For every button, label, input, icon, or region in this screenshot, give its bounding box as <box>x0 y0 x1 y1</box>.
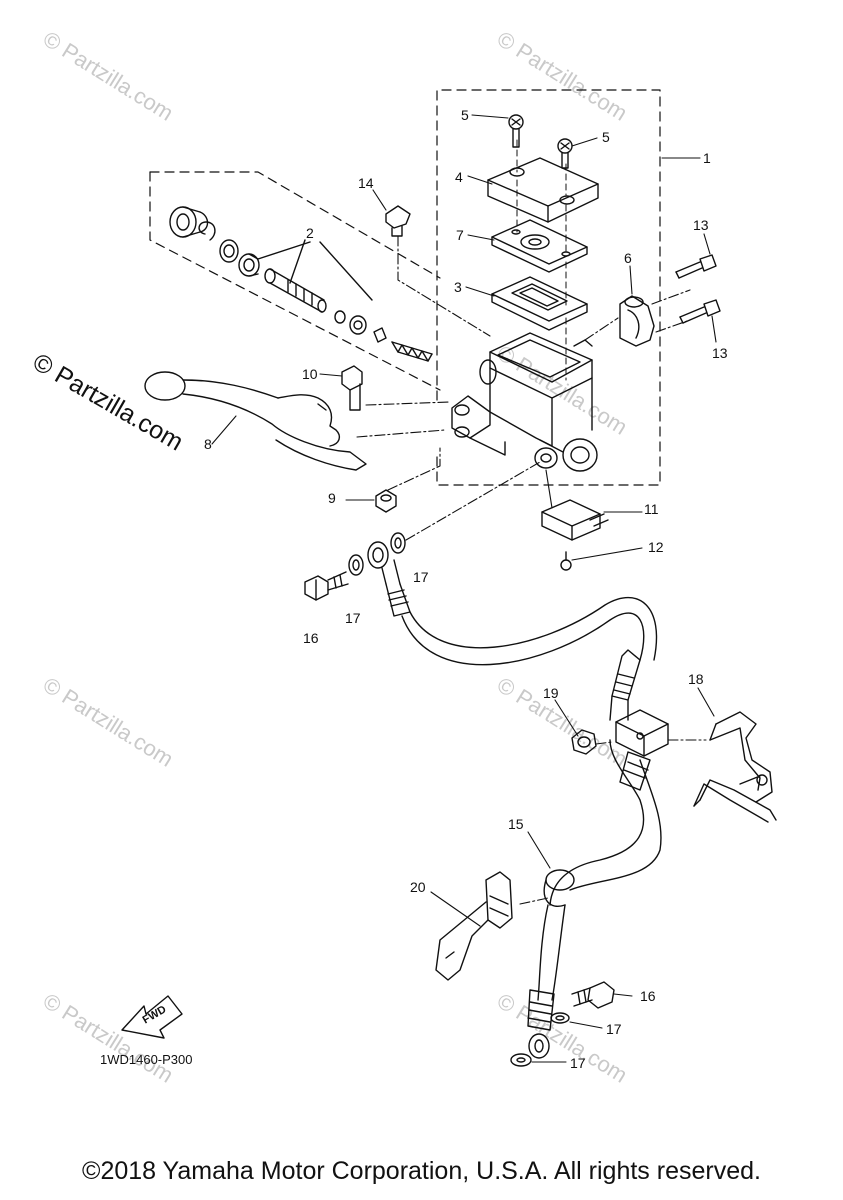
hose-clamp <box>435 871 513 981</box>
callout-3: 3 <box>454 279 462 295</box>
callout-13: 13 <box>693 217 709 233</box>
callout-17: 17 <box>570 1055 586 1071</box>
callout-5: 5 <box>461 107 469 123</box>
brake-hose <box>367 541 662 1059</box>
callout-2: 2 <box>306 225 314 241</box>
callout-5: 5 <box>602 129 610 145</box>
callout-4: 4 <box>455 169 463 185</box>
callout-16: 16 <box>303 630 319 646</box>
clamp-bolt <box>679 299 721 324</box>
callout-6: 6 <box>624 250 632 266</box>
diaphragm-plate <box>491 219 588 273</box>
pivot-bolt <box>341 365 363 411</box>
drawing-code: 1WD1460-P300 <box>100 1052 193 1067</box>
callout-12: 12 <box>648 539 664 555</box>
hose-bracket <box>693 711 777 823</box>
reservoir-cap <box>487 157 599 223</box>
callout-19: 19 <box>543 685 559 701</box>
cap-screw <box>508 114 524 148</box>
callout-14: 14 <box>358 175 374 191</box>
callout-9: 9 <box>328 490 336 506</box>
callout-18: 18 <box>688 671 704 687</box>
callout-11: 11 <box>644 501 659 517</box>
copper-washer <box>510 1053 532 1067</box>
rubber-plug <box>385 205 411 237</box>
copper-washer <box>348 554 364 576</box>
callout-7: 7 <box>456 227 464 243</box>
callout-1: 1 <box>703 150 711 166</box>
clamp-bolt <box>675 254 717 279</box>
copyright-notice: ©2018 Yamaha Motor Corporation, U.S.A. A… <box>82 1157 761 1185</box>
assembly-boundary <box>149 89 661 486</box>
callout-13: 13 <box>712 345 728 361</box>
callout-8: 8 <box>204 436 212 452</box>
cap-screw <box>557 138 573 169</box>
handlebar-clamp <box>619 295 655 347</box>
callout-10: 10 <box>302 366 318 382</box>
diaphragm <box>491 276 588 331</box>
callout-17: 17 <box>345 610 361 626</box>
callout-17: 17 <box>413 569 429 585</box>
brake-light-switch <box>541 499 609 541</box>
callout-16: 16 <box>640 988 656 1004</box>
lever-nut <box>375 489 397 513</box>
copper-washer <box>390 532 406 554</box>
master-cylinder-body <box>451 332 598 472</box>
callout-15: 15 <box>508 816 524 832</box>
brake-lever <box>144 371 367 471</box>
fwd-arrow <box>121 995 183 1039</box>
copper-washer <box>550 1012 570 1024</box>
flange-nut <box>571 729 597 755</box>
hose-holder <box>615 709 669 757</box>
union-bolt <box>304 571 349 601</box>
callout-20: 20 <box>410 879 426 895</box>
piston-kit <box>169 206 433 362</box>
callout-17: 17 <box>606 1021 622 1037</box>
union-bolt <box>571 981 615 1009</box>
switch-screw <box>560 551 572 571</box>
